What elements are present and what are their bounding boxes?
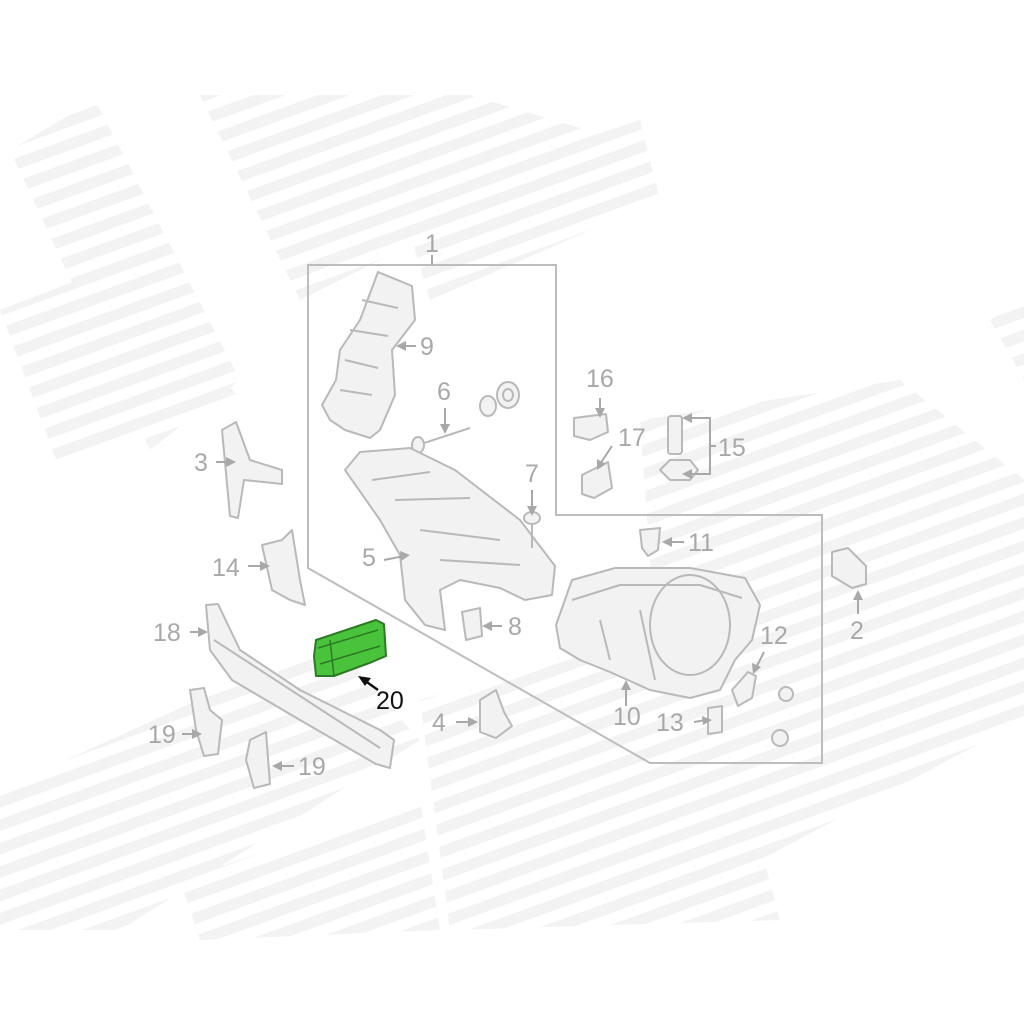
part-18-beam — [205, 603, 395, 769]
part-16-clip — [573, 413, 609, 441]
callout-19-right: 19 — [298, 753, 326, 781]
callout-18: 18 — [153, 619, 181, 647]
part-2-bracket — [831, 547, 867, 589]
callout-14: 14 — [212, 554, 240, 582]
part-3-bracket — [221, 421, 283, 519]
callout-13: 13 — [656, 709, 684, 737]
callout-20[interactable]: 20 — [376, 687, 404, 715]
part-12-bracket — [731, 671, 757, 707]
watermark-logo — [0, 95, 1024, 940]
leader-lines — [182, 341, 863, 771]
callout-17: 17 — [618, 424, 646, 452]
part-15-fasteners — [659, 415, 699, 481]
assembly-frame — [307, 264, 823, 764]
washer-parts — [479, 381, 520, 417]
part-11-plug — [639, 527, 661, 557]
callout-16: 16 — [586, 365, 614, 393]
part-14-bracket — [261, 529, 306, 606]
callout-labels: 1 9 6 16 17 15 3 7 11 5 14 8 18 12 2 20 … — [148, 230, 864, 781]
callout-8: 8 — [508, 613, 522, 641]
callout-12: 12 — [760, 622, 788, 650]
callout-7: 7 — [525, 460, 539, 488]
callout-11: 11 — [688, 529, 714, 557]
part-4-bracket — [479, 689, 513, 739]
part-13-clip — [707, 705, 723, 735]
callout-2: 2 — [850, 617, 864, 645]
part-7-screw — [523, 511, 541, 548]
part-10-carrier — [555, 567, 761, 699]
callout-5: 5 — [362, 544, 376, 572]
small-fasteners — [771, 686, 794, 747]
callout-3: 3 — [194, 449, 208, 477]
part-19-bracket-right — [245, 731, 271, 789]
callout-15: 15 — [718, 434, 746, 462]
callout-19-left: 19 — [148, 721, 176, 749]
part-6-bolt — [411, 427, 471, 454]
part-9-bracket — [321, 271, 416, 439]
callout-6: 6 — [437, 378, 451, 406]
part-5-support — [344, 447, 556, 631]
callout-1: 1 — [425, 230, 439, 258]
callout-10: 10 — [613, 703, 641, 731]
callout-4: 4 — [432, 709, 446, 737]
part-20-highlighted-bracket[interactable] — [313, 619, 387, 677]
part-8-clip — [461, 607, 483, 641]
callout-9: 9 — [420, 333, 434, 361]
